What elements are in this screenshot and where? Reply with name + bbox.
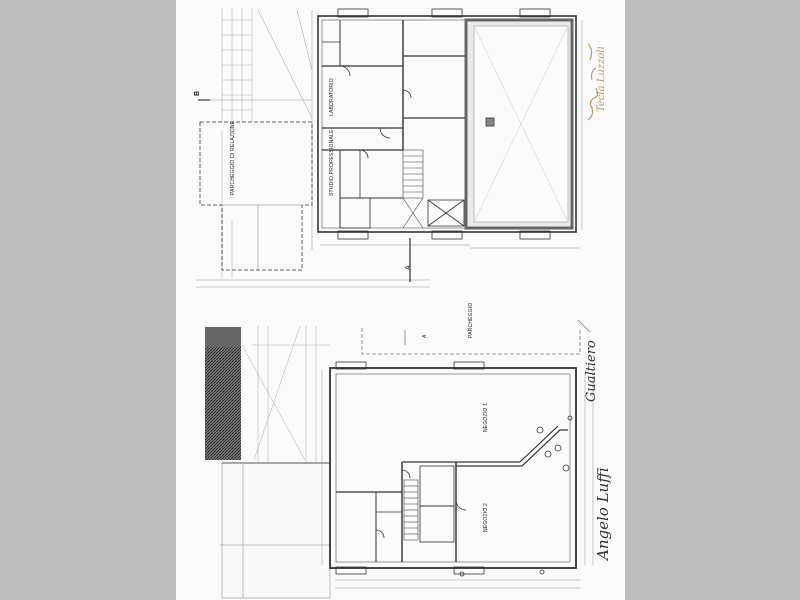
section-marker-a-upper: A (405, 265, 412, 270)
lower-stair (403, 479, 419, 541)
handwritten-note-gualtiero: Gualtiero (584, 340, 599, 402)
upper-floor-plan (196, 8, 583, 288)
room-label-laboratorio: LABORATORIO (329, 78, 335, 116)
left-background-band (0, 0, 176, 600)
section-marker-a-lower: A (422, 334, 428, 338)
room-label-studio: STUDIO PROFESSIONALE (329, 129, 335, 196)
signature-scribble (587, 43, 599, 121)
room-label-negozio-1: NEGOZIO 1 (483, 402, 489, 432)
room-label-parcheggio: PARCHEGGIO DI RELAZIONE (230, 120, 236, 195)
section-marker-b: B (194, 90, 201, 96)
upper-stair (402, 149, 424, 229)
handwritten-note-upper: Tecla Luzzoli (596, 46, 607, 112)
lower-floor-plan (205, 319, 594, 599)
upper-paving-grid (221, 8, 253, 278)
hatched-facade-strip (205, 327, 241, 460)
right-background-band (625, 0, 800, 600)
handwritten-note-angelo: Angelo Luffi (594, 467, 612, 560)
label-parcheggio-lower: PARCHEGGIO (468, 302, 474, 338)
room-label-negozio-2: NEGOZIO 2 (483, 502, 489, 532)
